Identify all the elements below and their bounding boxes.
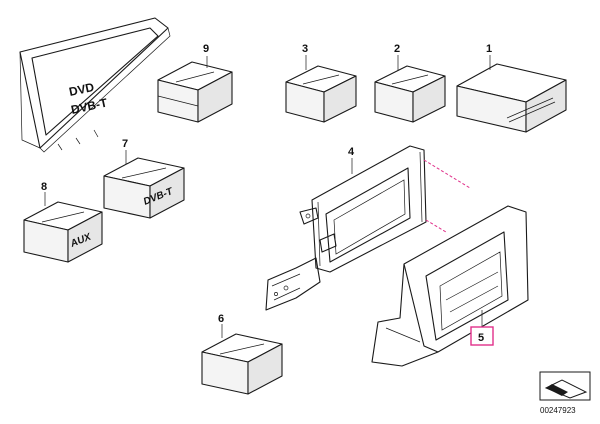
callout-2: 2 xyxy=(394,43,400,55)
screen-label-dvd: DVD xyxy=(68,80,96,99)
display-unit: DVD DVB-T xyxy=(19,17,171,153)
callout-9: 9 xyxy=(203,43,209,55)
callout-5: 5 xyxy=(478,332,484,344)
callout-6: 6 xyxy=(218,313,224,325)
callout-1: 1 xyxy=(486,43,492,55)
box-part-3: 3 xyxy=(285,43,357,123)
callout-3: 3 xyxy=(302,43,308,55)
callout-5-highlight xyxy=(470,326,494,346)
console-trim-part-5: 5 xyxy=(371,159,529,367)
page-turn-icon xyxy=(539,371,591,401)
mounting-frame-part-4: 4 xyxy=(265,145,427,311)
box-part-8: 8 AUX xyxy=(23,181,103,263)
callout-7: 7 xyxy=(122,138,128,150)
box-part-2: 2 xyxy=(374,43,446,123)
dvd-changer-part-1: 1 xyxy=(456,43,567,133)
box-part-6: 6 xyxy=(201,313,283,395)
box-part-7: 7 DVB-T xyxy=(103,138,185,219)
screen-label-dvb-t: DVB-T xyxy=(70,95,109,116)
callout-8: 8 xyxy=(41,181,47,193)
box-part-9: 9 xyxy=(157,43,233,123)
reference-number: 00247923 xyxy=(540,406,576,415)
callout-4: 4 xyxy=(348,146,355,158)
